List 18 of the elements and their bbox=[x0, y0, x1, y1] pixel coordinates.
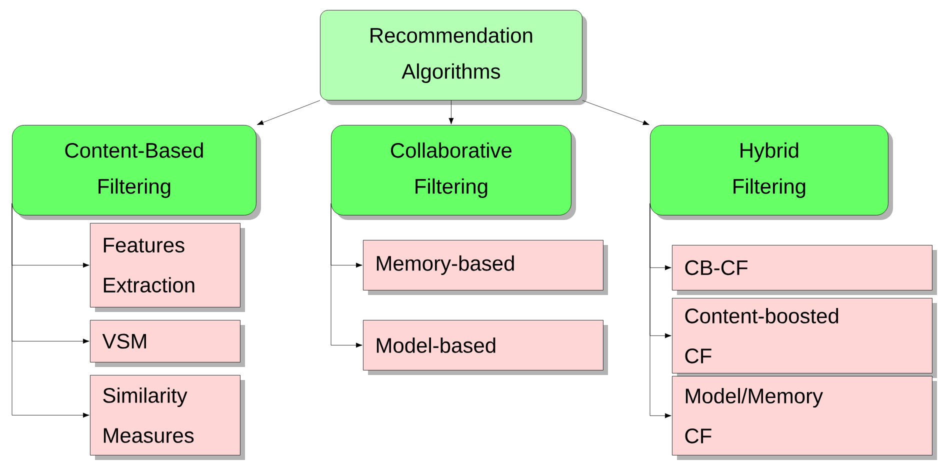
category-box: Hybrid Filtering bbox=[650, 125, 893, 220]
arrow bbox=[448, 100, 454, 124]
method-box: Features Extraction bbox=[90, 223, 245, 312]
arrow bbox=[330, 203, 362, 348]
category-box: Collaborative Filtering bbox=[331, 125, 576, 220]
method-box: VSM bbox=[90, 320, 245, 367]
method-box: Similarity Measures bbox=[90, 375, 245, 460]
arrow bbox=[582, 100, 650, 125]
method-box: Content-boosted CF bbox=[672, 298, 937, 378]
category-box: Content-Based Filtering bbox=[12, 125, 261, 220]
arrow bbox=[256, 100, 320, 125]
method-box: Model/Memory CF bbox=[672, 376, 937, 460]
arrow bbox=[650, 203, 672, 418]
root-box: Recommendation Algorithms bbox=[320, 10, 587, 105]
arrow bbox=[12, 203, 90, 418]
method-box: Memory-based bbox=[363, 240, 608, 295]
method-box: Model-based bbox=[363, 320, 608, 375]
method-box: CB-CF bbox=[672, 245, 937, 295]
